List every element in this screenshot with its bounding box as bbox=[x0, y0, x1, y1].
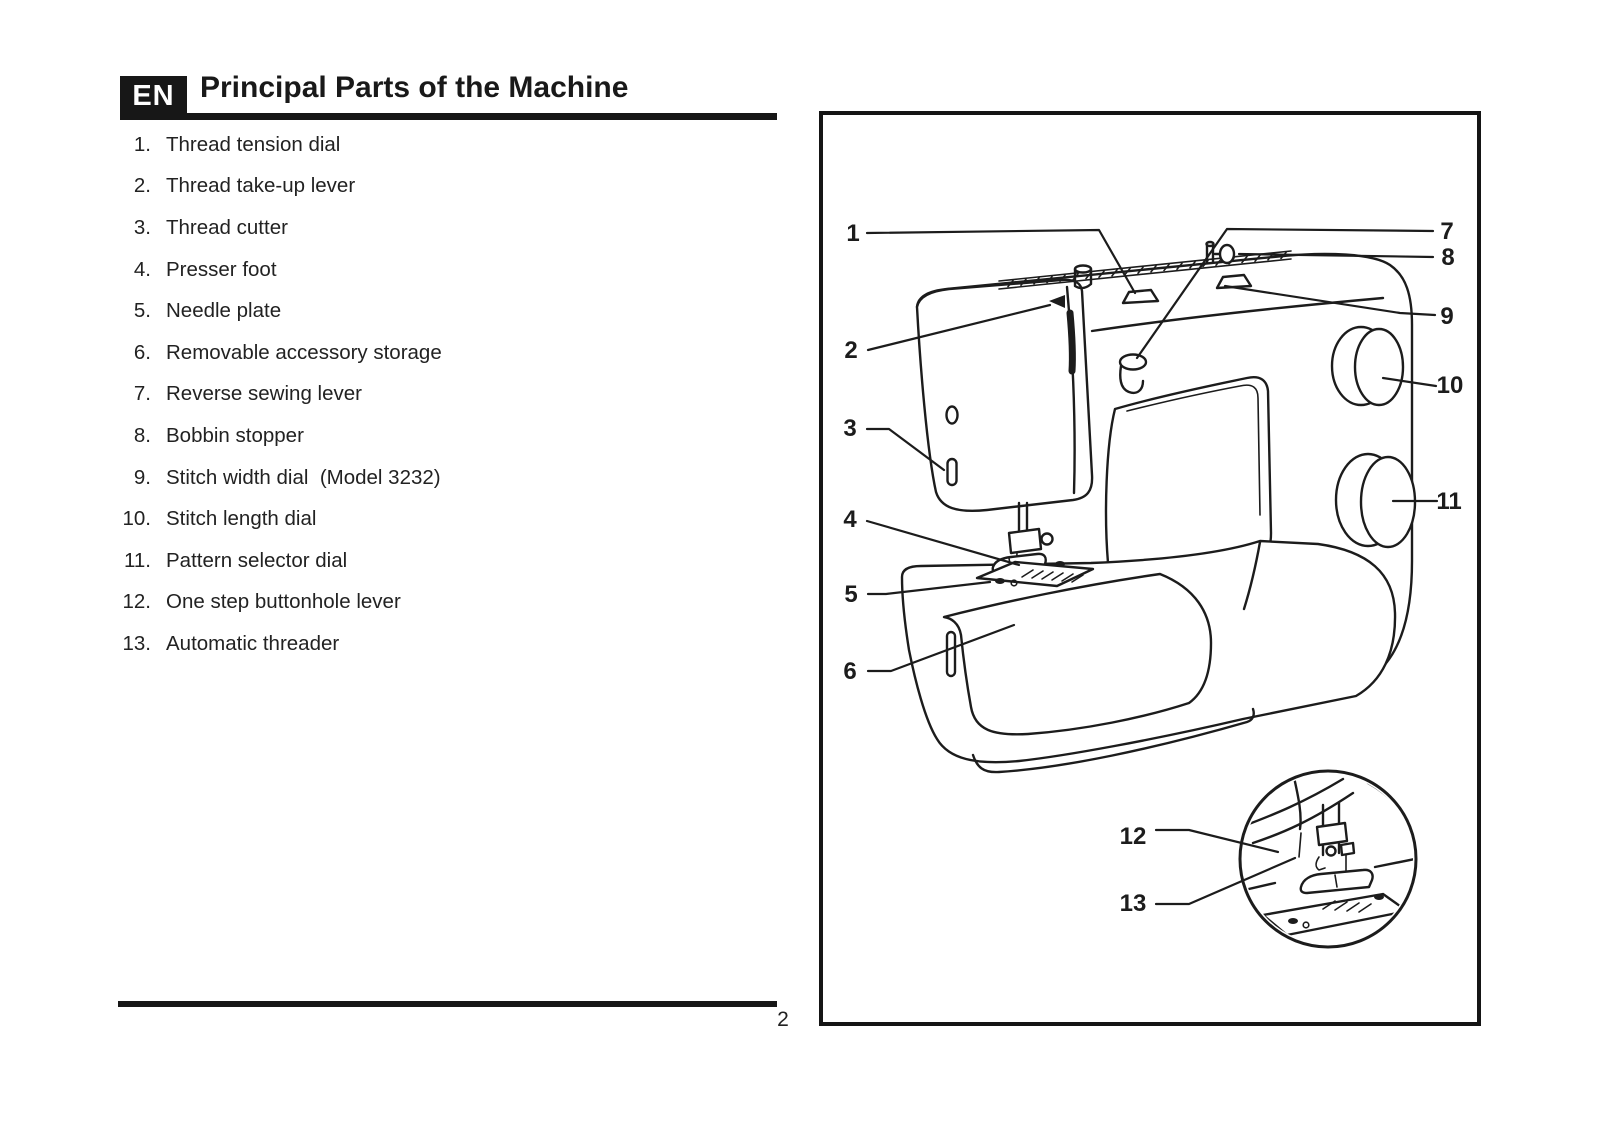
list-item: 12. One step buttonhole lever bbox=[115, 582, 715, 624]
callout-label-4: 4 bbox=[843, 506, 857, 533]
diagram-frame: 1 2 3 4 5 6 7 8 9 10 11 12 13 bbox=[819, 111, 1481, 1026]
top-thread-guides bbox=[998, 240, 1292, 305]
item-number: 9. bbox=[133, 465, 151, 489]
item-number: 1. bbox=[133, 132, 151, 156]
accessory-storage bbox=[942, 572, 1213, 736]
item-label: Removable accessory storage bbox=[166, 340, 442, 364]
storage-latch-slot bbox=[945, 630, 957, 678]
callout-numbers: 1 2 3 4 5 6 7 8 9 10 11 12 13 bbox=[843, 218, 1463, 917]
item-label: One step buttonhole lever bbox=[166, 590, 401, 614]
list-item: 11. Pattern selector dial bbox=[115, 540, 715, 582]
item-label: Thread take-up lever bbox=[166, 174, 356, 198]
callout-label-6: 6 bbox=[843, 658, 856, 685]
header-rule bbox=[120, 113, 777, 120]
buttonhole-lever bbox=[1298, 832, 1302, 858]
callout-label-8: 8 bbox=[1441, 244, 1454, 271]
list-item: 3. Thread cutter bbox=[115, 207, 715, 249]
item-number: 10. bbox=[122, 507, 152, 531]
list-item: 6. Removable accessory storage bbox=[115, 332, 715, 374]
inset-detail-circle bbox=[1238, 769, 1418, 949]
item-number: 3. bbox=[133, 215, 151, 239]
list-item: 13. Automatic threader bbox=[115, 623, 715, 665]
callout-label-3: 3 bbox=[843, 415, 856, 442]
spool-pin bbox=[1073, 264, 1093, 290]
list-item: 1. Thread tension dial bbox=[115, 124, 715, 166]
callout-label-5: 5 bbox=[844, 581, 857, 608]
face-cover bbox=[915, 278, 1094, 512]
item-label: Thread cutter bbox=[166, 215, 288, 239]
callout-label-1: 1 bbox=[846, 220, 859, 247]
item-number: 7. bbox=[133, 382, 151, 406]
item-label: Pattern selector dial bbox=[166, 548, 348, 572]
bobbin-winder bbox=[1205, 240, 1236, 265]
needle-plate bbox=[975, 560, 1095, 588]
list-item: 4. Presser foot bbox=[115, 249, 715, 291]
item-number: 2. bbox=[133, 174, 151, 198]
take-up-slot bbox=[1066, 309, 1076, 375]
item-number: 8. bbox=[133, 423, 151, 447]
thread-guide-front bbox=[1121, 288, 1160, 305]
sewing-machine-diagram: 1 2 3 4 5 6 7 8 9 10 11 12 13 bbox=[843, 218, 1463, 949]
machine-bed bbox=[900, 539, 1397, 774]
thread-guide-rear bbox=[1215, 273, 1253, 290]
page-number: 2 bbox=[777, 1008, 789, 1031]
callout-label-2: 2 bbox=[844, 337, 857, 364]
item-label: Bobbin stopper bbox=[166, 423, 304, 447]
item-number: 11. bbox=[124, 548, 151, 572]
item-label: Stitch length dial bbox=[166, 507, 317, 531]
callout-label-9: 9 bbox=[1440, 303, 1453, 330]
list-item: 8. Bobbin stopper bbox=[115, 415, 715, 457]
thread-cutter bbox=[946, 457, 958, 487]
item-label: Reverse sewing lever bbox=[166, 382, 362, 406]
list-item: 7. Reverse sewing lever bbox=[115, 374, 715, 416]
item-label: Presser foot bbox=[166, 257, 277, 281]
bobbin-stopper bbox=[1218, 243, 1236, 265]
callout-label-10: 10 bbox=[1437, 372, 1464, 399]
item-number: 12. bbox=[122, 590, 152, 614]
item-number: 5. bbox=[133, 299, 151, 323]
cover-screw bbox=[945, 405, 959, 425]
parts-list: 1. Thread tension dial 2. Thread take-up l… bbox=[115, 124, 715, 665]
reverse-sewing-lever bbox=[1118, 353, 1148, 395]
item-label: Stitch width dial (Model 3232) bbox=[166, 465, 441, 489]
list-item: 2. Thread take-up lever bbox=[115, 166, 715, 208]
take-up-lever bbox=[1049, 295, 1065, 308]
item-number: 13. bbox=[122, 631, 152, 655]
leader-lines bbox=[865, 227, 1439, 906]
arm-crease-line bbox=[1090, 296, 1385, 333]
callout-label-12: 12 bbox=[1120, 823, 1147, 850]
page-title: Principal Parts of the Machine bbox=[200, 71, 629, 104]
list-item: 10. Stitch length dial bbox=[115, 498, 715, 540]
item-label: Automatic threader bbox=[166, 631, 340, 655]
callout-label-7: 7 bbox=[1440, 218, 1453, 245]
pattern-selector-dial bbox=[1334, 452, 1417, 549]
list-item: 9. Stitch width dial (Model 3232) bbox=[115, 457, 715, 499]
item-number: 4. bbox=[133, 257, 151, 281]
item-label: Needle plate bbox=[166, 299, 282, 323]
stitch-length-dial bbox=[1330, 325, 1405, 407]
callout-label-13: 13 bbox=[1120, 890, 1147, 917]
list-item: 5. Needle plate bbox=[115, 290, 715, 332]
automatic-threader bbox=[1315, 856, 1326, 871]
footer-rule bbox=[118, 1001, 777, 1007]
language-badge: EN bbox=[120, 76, 187, 117]
callout-label-11: 11 bbox=[1436, 488, 1461, 515]
item-number: 6. bbox=[133, 340, 151, 364]
item-label: Thread tension dial bbox=[166, 132, 341, 156]
